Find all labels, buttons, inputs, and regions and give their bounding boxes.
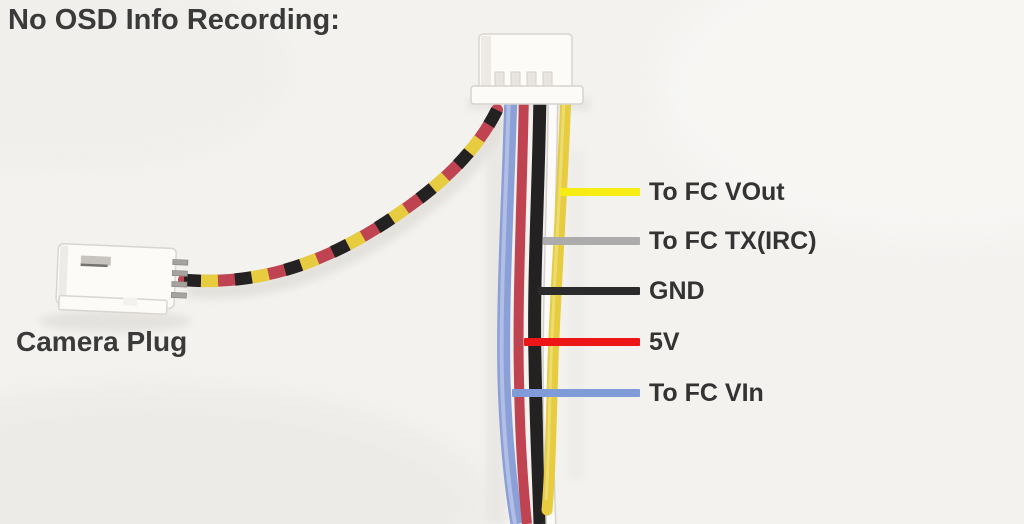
top-connector-body-shading: [481, 36, 491, 88]
camera-plug-latch-slot-line: [80, 263, 108, 268]
top-connector-slot: [510, 71, 521, 88]
camera-plug-pin: [171, 281, 188, 288]
top-connector: [470, 33, 584, 105]
red-wire: [513, 91, 532, 524]
wire-column-shadow-right: [568, 150, 584, 480]
camera-plug-pin: [170, 292, 187, 299]
camera-plug-shadow: [39, 310, 191, 332]
top-connector-body: [478, 33, 573, 91]
callout-line-yellow: [560, 188, 640, 196]
callout-label-gnd: GND: [649, 276, 705, 305]
callout-label-fc-vin: To FC VIn: [649, 378, 764, 407]
blue-wire-highlight: [499, 91, 517, 524]
shading-top-left: [0, 0, 290, 170]
callout-line-red: [524, 338, 640, 346]
camera-plug-latch-slot: [80, 255, 111, 266]
callout-line-gray: [543, 237, 640, 245]
straight-wires: [497, 86, 572, 524]
braid-shadow: [187, 116, 509, 299]
callout-label-5v: 5V: [649, 327, 680, 356]
twisted-yellow-wire: [183, 107, 503, 288]
callout-fc-tx-irc: To FC TX(IRC): [543, 224, 817, 258]
callout-label-fc-vout: To FC VOut: [649, 177, 785, 206]
twisted-black-wire: [183, 107, 503, 288]
callout-line-blue: [512, 389, 640, 397]
camera-plug: [55, 242, 189, 315]
top-connector-slot: [494, 71, 505, 88]
shading-top-right: [660, 0, 1024, 240]
callout-line-black: [538, 287, 640, 295]
camera-plug-pin: [172, 259, 189, 266]
callout-fc-vout: To FC VOut: [560, 175, 785, 209]
top-connector-slot: [542, 71, 553, 88]
callout-gnd: GND: [538, 274, 705, 308]
camera-plug-label: Camera Plug: [16, 326, 188, 357]
camera-plug-body-shading: [58, 245, 69, 302]
top-connector-slot: [526, 71, 537, 88]
callout-label-fc-tx-irc: To FC TX(IRC): [649, 226, 817, 255]
top-connector-flange: [470, 85, 584, 105]
camera-plug-pin: [171, 270, 188, 277]
page-title: No OSD Info Recording:: [8, 4, 340, 36]
callout-5v: 5V: [524, 325, 680, 359]
camera-plug-notch: [122, 297, 138, 306]
callout-fc-vin: To FC VIn: [512, 376, 764, 410]
shading-bottom-left: [0, 385, 490, 524]
camera-plug-lip: [57, 294, 168, 315]
twisted-bundle: [178, 104, 503, 288]
black-wire: [528, 91, 547, 524]
